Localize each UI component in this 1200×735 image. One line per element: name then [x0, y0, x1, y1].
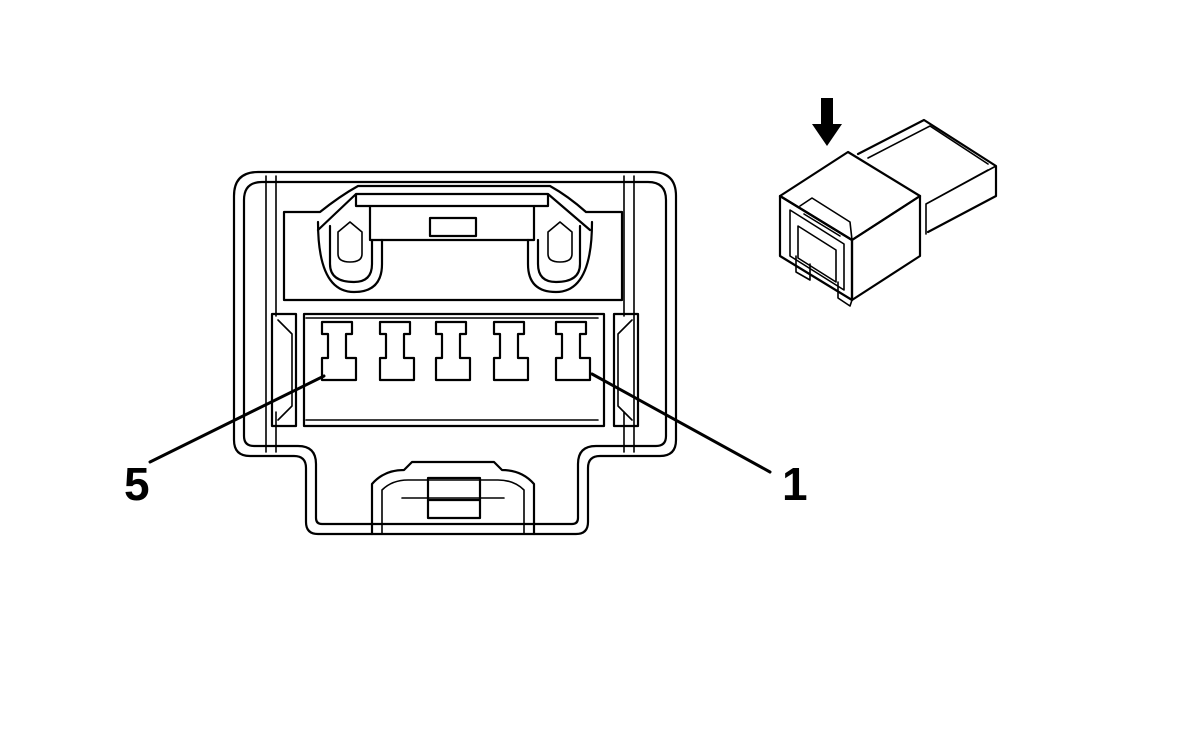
bottom-key-window — [426, 476, 482, 520]
right-latch-slot — [547, 221, 573, 263]
pin-label-1: 1 — [782, 458, 808, 510]
terminal-row — [320, 320, 592, 382]
housing-inner-outline — [242, 180, 668, 526]
latch-bridge — [316, 192, 592, 242]
iso-rear-body-edges — [867, 125, 997, 235]
latch-center-tab — [428, 216, 478, 238]
bottom-key-tab — [370, 460, 536, 536]
arrow-down-icon — [812, 98, 842, 146]
cavity-area-outer — [270, 312, 606, 428]
iso-bottom-tab — [795, 255, 853, 307]
right-latch-hook — [526, 220, 594, 294]
right-guide-bevel — [617, 319, 633, 421]
iso-front-latch — [799, 197, 853, 241]
left-guide-bevel — [277, 319, 293, 421]
connector-front-view — [232, 170, 678, 536]
latch-opening-outer — [282, 184, 624, 302]
left-latch-hook — [316, 220, 384, 294]
terminal-1 — [554, 320, 592, 382]
iso-front-face-opening — [789, 209, 845, 291]
terminal-3 — [434, 320, 472, 382]
terminal-2 — [492, 320, 530, 382]
cavity-area-inner — [305, 317, 599, 421]
terminal-4 — [378, 320, 416, 382]
iso-front-body-right — [850, 194, 922, 302]
connector-isometric-view — [778, 98, 998, 307]
left-latch-slot — [337, 221, 363, 263]
leader-line-pin-1 — [590, 372, 772, 474]
iso-rear-body — [856, 118, 998, 234]
housing-outer-outline — [232, 170, 678, 536]
leader-line-pin-5 — [148, 374, 326, 464]
terminal-5 — [320, 320, 358, 382]
bottom-key-tab-inner — [381, 479, 525, 535]
cavity-right-guide — [612, 312, 640, 428]
pin-label-5: 5 — [124, 458, 150, 510]
